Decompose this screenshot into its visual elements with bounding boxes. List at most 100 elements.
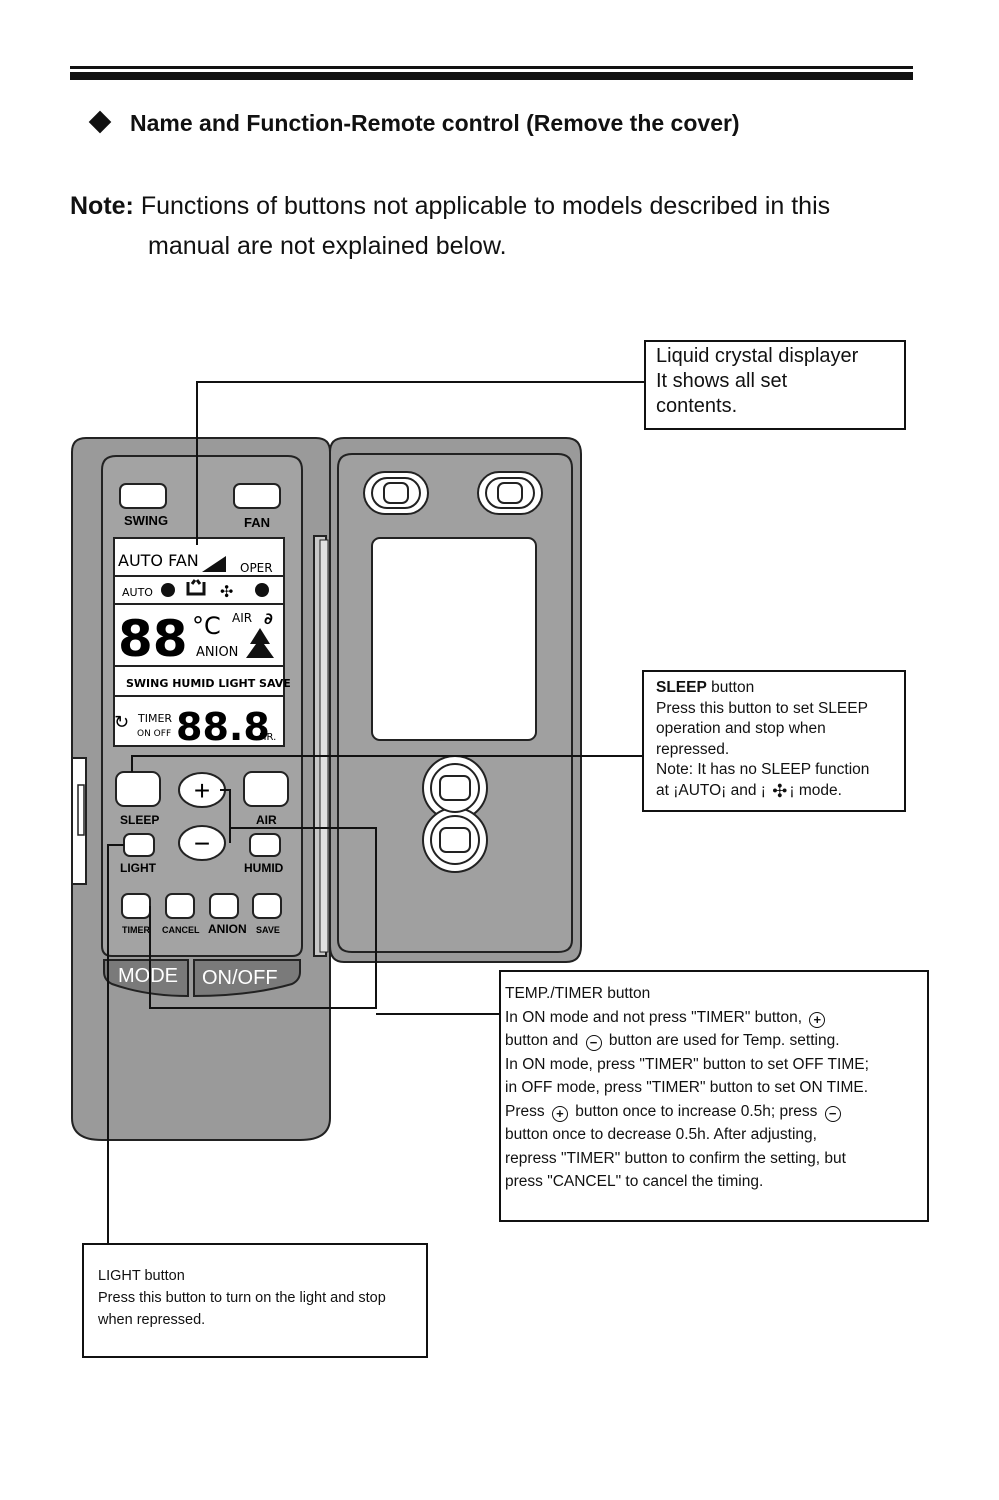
timer-label: TIMER [122, 925, 150, 935]
sleep-callout-line-4: Note: It has no SLEEP function [656, 761, 870, 778]
light-label: LIGHT [120, 861, 157, 875]
light-callout-line-1: Press this button to turn on the light a… [98, 1290, 386, 1306]
header-rule-thin [70, 66, 913, 69]
temp-callout-line-5b: button once to increase 0.5h; press [575, 1102, 818, 1120]
cover-pad-right-top [477, 471, 543, 515]
lcd-auto-fan: AUTO FAN [118, 551, 199, 570]
lcd-callout-line-3: contents. [656, 395, 738, 417]
lcd-hr: HR. [259, 732, 276, 743]
header-rule-thick [70, 72, 913, 80]
note-paragraph: Note: Functions of buttons not applicabl… [70, 186, 940, 266]
fan-icon: ✣ [772, 780, 788, 801]
temp-callout-line-5a: Press [505, 1102, 545, 1120]
temp-callout-line-3: In ON mode, press "TIMER" button to set … [505, 1055, 869, 1073]
minus-glyph: − [194, 828, 210, 859]
air-label: AIR [256, 813, 277, 827]
plus-circle-icon: + [809, 1011, 826, 1028]
leader-lines [107, 381, 644, 1243]
section-title: Name and Function-Remote control (Remove… [130, 110, 740, 136]
lcd-callout: Liquid crystal displayer It shows all se… [644, 340, 906, 430]
temp-callout-line-2a: button and [505, 1032, 579, 1049]
cancel-button [165, 893, 195, 919]
sleep-callout-line-3: repressed. [656, 740, 730, 758]
note-line-1: Functions of buttons not applicable to m… [140, 192, 831, 220]
on-off-button [193, 959, 301, 998]
lcd-celsius: °C [192, 612, 221, 640]
minus-circle-icon: − [824, 1105, 841, 1122]
icon-glyph: ∂ [264, 609, 273, 628]
sleep-callout-title-suffix: button [706, 679, 755, 696]
temp-callout-line-1: In ON mode and not press "TIMER" button,… [505, 1006, 923, 1030]
swing-label: SWING [124, 513, 168, 528]
sleep-callout-line-5b: ¡ mode. [789, 781, 842, 799]
swing-button [119, 483, 167, 509]
cover-window [371, 537, 537, 741]
lcd-timer: TIMER [137, 712, 172, 725]
lcd-temp-digits: 88 [118, 610, 188, 668]
temp-leader [149, 789, 377, 1009]
note-label: Note: [70, 192, 134, 220]
sleep-callout-line-5a: at ¡AUTO¡ and ¡ [656, 781, 766, 799]
cover-pad-middle [422, 755, 488, 873]
sleep-leader [131, 755, 642, 772]
sleep-button [115, 771, 161, 807]
icon-glyph: ✣ [220, 582, 233, 601]
anion-button [209, 893, 239, 919]
sleep-callout-line-5: at ¡AUTO¡ and ¡ ✣¡ mode. [656, 781, 892, 802]
light-button [123, 833, 155, 857]
cancel-label: CANCEL [162, 925, 200, 935]
fan-button [233, 483, 281, 509]
sleep-callout-title: SLEEP button [656, 678, 892, 699]
sleep-callout: SLEEP button Press this button to set SL… [642, 670, 906, 812]
lcd-callout-line-2: It shows all set [656, 370, 788, 392]
temp-callout-line-7: repress "TIMER" button to confirm the se… [505, 1149, 846, 1167]
save-label: SAVE [256, 925, 280, 935]
lcd-anion: ANION [196, 645, 238, 660]
air-button [243, 771, 289, 807]
lcd-mode-row: SWING HUMID LIGHT SAVE [126, 677, 291, 690]
fan-label: FAN [244, 515, 270, 530]
mode-button [103, 959, 189, 998]
temp-callout-line-2: button and − button are used for Temp. s… [505, 1029, 923, 1053]
lcd-oper: OPER [240, 561, 273, 575]
plus-circle-icon: + [551, 1105, 568, 1122]
mode-label: MODE [118, 965, 178, 987]
temp-timer-callout: TEMP./TIMER button In ON mode and not pr… [499, 970, 929, 1222]
icon-glyph: ↻ [114, 712, 129, 733]
save-button [252, 893, 282, 919]
sleep-callout-line-2: operation and stop when [656, 720, 826, 737]
plus-glyph: + [194, 775, 210, 806]
minus-button [178, 825, 226, 861]
on-off-label: ON/OFF [202, 967, 278, 989]
sleep-callout-title-bold: SLEEP [656, 679, 707, 696]
note-line-2: manual are not explained below. [148, 232, 507, 260]
temp-callout-line-4: in OFF mode, press "TIMER" button to set… [505, 1079, 869, 1096]
temp-callout-title: TEMP./TIMER button [505, 985, 651, 1002]
timer-button [121, 893, 151, 919]
lcd-on-off: ON OFF [137, 729, 171, 739]
light-leader [107, 844, 124, 1243]
lcd-timer-digits: 88.8 [176, 705, 270, 749]
lcd-air: AIR [232, 611, 252, 625]
minus-circle-icon: − [585, 1035, 602, 1051]
temp-callout-line-8: press "CANCEL" to cancel the timing. [505, 1173, 764, 1190]
section-heading: Name and Function-Remote control (Remove… [88, 110, 740, 137]
temp-callout-line-6: button once to decrease 0.5h. After adju… [505, 1126, 817, 1143]
lcd-leader [196, 381, 644, 545]
temp-callout-line-2b: button are used for Temp. setting. [608, 1032, 840, 1049]
cover-pad-left-top [363, 471, 429, 515]
humid-button [249, 833, 281, 857]
lcd-callout-line-1: Liquid crystal displayer [656, 345, 859, 367]
anion-label: ANION [208, 922, 247, 936]
sleep-label: SLEEP [120, 813, 159, 827]
lcd-auto: AUTO [122, 586, 153, 599]
humid-label: HUMID [244, 861, 284, 875]
temp-callout-line-1-text: In ON mode and not press "TIMER" button, [505, 1008, 803, 1026]
lcd-display: AUTO FAN OPER AUTO ✣ 88 °C AIR ∂ ANION S… [113, 537, 291, 749]
sleep-callout-line-1: Press this button to set SLEEP [656, 699, 868, 717]
light-callout: LIGHT button Press this button to turn o… [82, 1243, 428, 1358]
light-callout-title: LIGHT button [98, 1268, 185, 1284]
light-callout-line-2: when repressed. [98, 1312, 206, 1328]
temp-callout-line-5: Press + button once to increase 0.5h; pr… [505, 1100, 923, 1124]
